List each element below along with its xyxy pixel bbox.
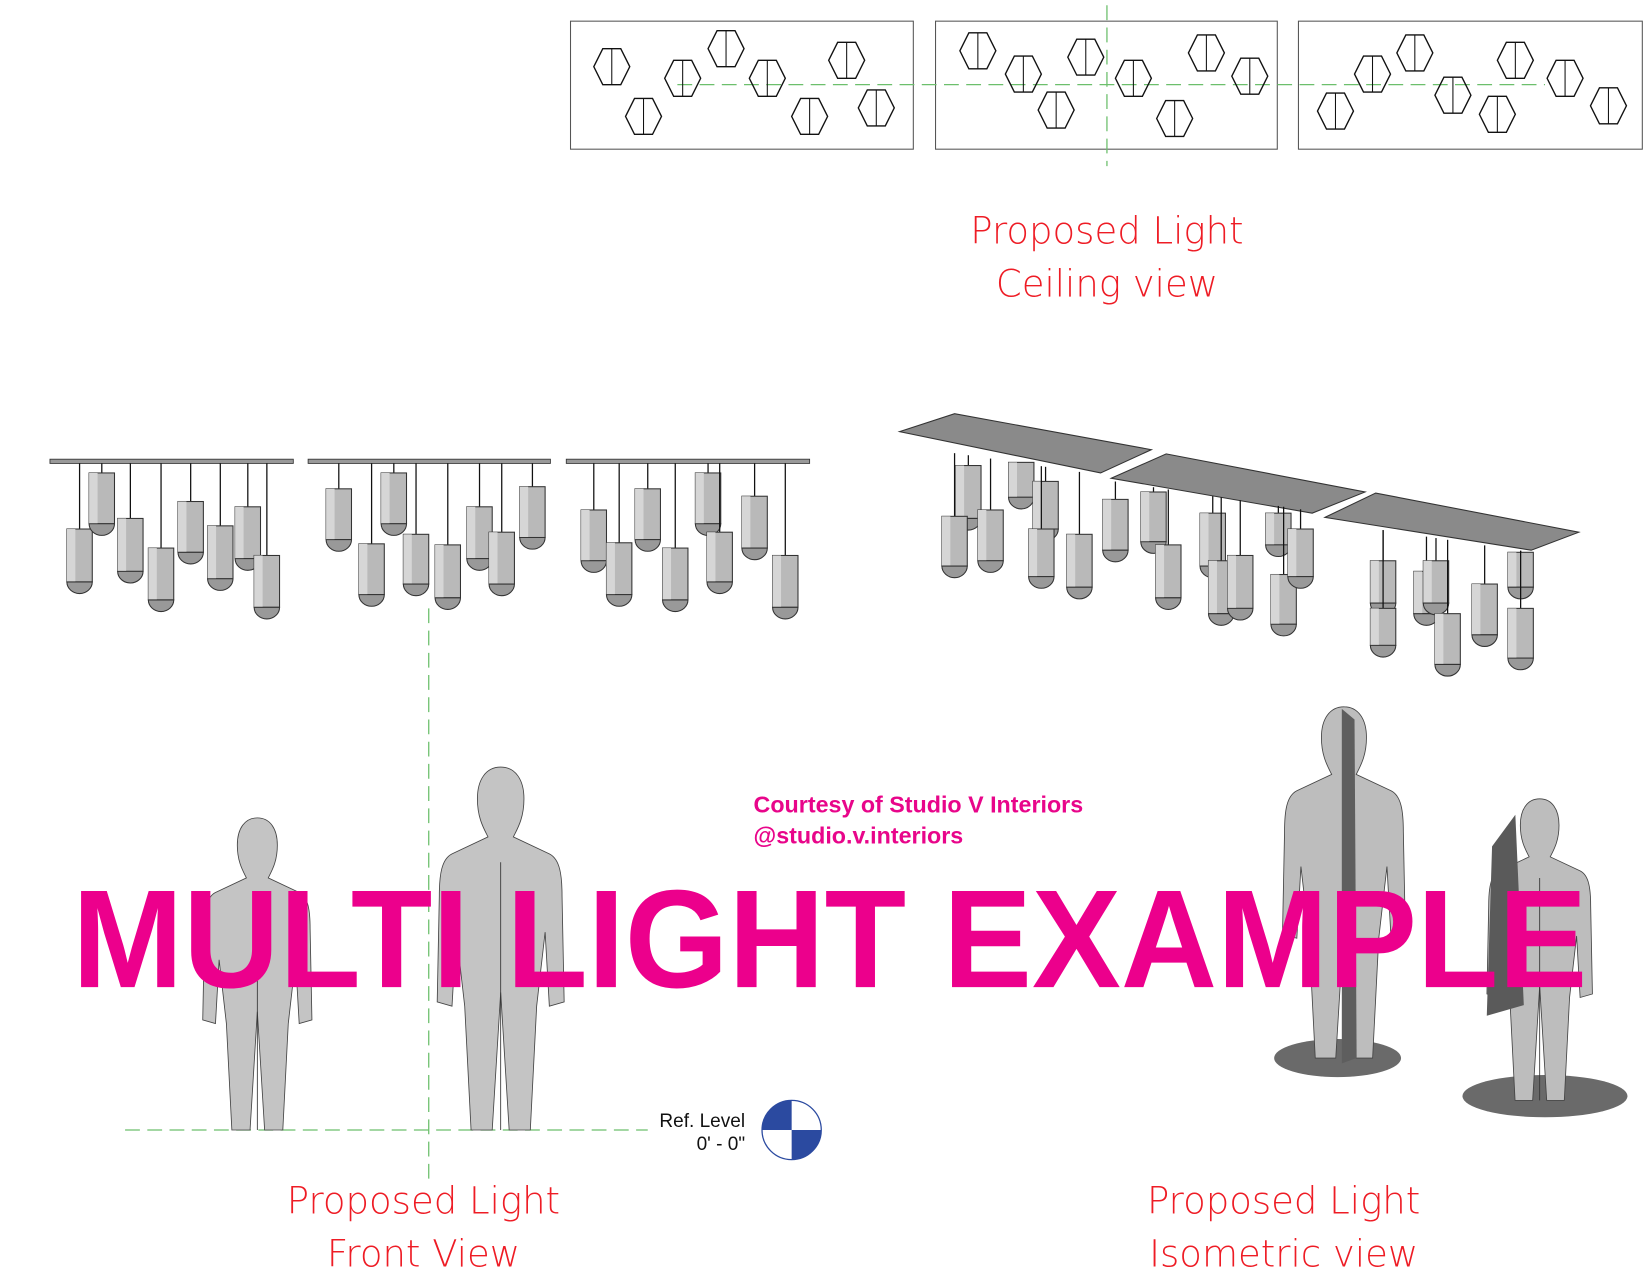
pendant-front <box>177 463 204 565</box>
iso-ceiling-plate-1 <box>897 413 1154 474</box>
pendant-plan-icon <box>1004 55 1043 93</box>
pendant-plan-icon <box>1067 38 1105 76</box>
pendant-front <box>488 463 515 597</box>
front-view-title: Proposed Light <box>287 1180 560 1223</box>
ceiling-bar-1 <box>49 458 294 464</box>
pendant-plan-icon <box>827 41 866 79</box>
ceiling-view-subtitle: Ceiling view <box>996 262 1218 305</box>
pendant-front <box>434 463 462 610</box>
pendant-front <box>253 463 281 620</box>
watermark-title: MULTI LIGHT EXAMPLE <box>72 861 1587 1017</box>
pendant-isometric <box>977 458 1004 573</box>
credit-line: Courtesy of Studio V Interiors <box>754 792 1084 818</box>
pendant-front <box>88 463 116 536</box>
pendant-isometric <box>955 455 982 531</box>
isometric-view-title: Proposed Light <box>1147 1180 1420 1223</box>
ceiling-plan-view <box>569 5 1643 167</box>
pendant-plan-icon <box>1316 92 1355 130</box>
pendant-front <box>207 463 234 591</box>
pendant-front <box>380 463 408 536</box>
pendant-plan-icon <box>1546 59 1584 97</box>
pendant-front <box>66 463 93 595</box>
pendant-isometric <box>1422 538 1450 616</box>
pendant-plan-icon <box>663 59 702 97</box>
pendant-front <box>325 463 353 552</box>
pendant-isometric <box>1227 500 1254 621</box>
pendant-front <box>605 463 633 607</box>
iso-person-base-1 <box>1274 1038 1402 1078</box>
pendant-front <box>519 463 546 550</box>
pendant-isometric <box>1102 481 1129 563</box>
iso-person-base-2 <box>1462 1074 1628 1118</box>
pendant-isometric <box>1369 530 1397 658</box>
pendant-plan-icon <box>1589 87 1628 125</box>
pendant-isometric <box>1287 509 1314 589</box>
pendant-isometric <box>1265 505 1292 558</box>
pendant-front <box>694 463 722 536</box>
pendant-plan-icon <box>1434 76 1472 114</box>
pendant-plan-icon <box>624 97 663 136</box>
pendant-isometric <box>1471 545 1498 647</box>
credit-handle: @studio.v.interiors <box>754 822 964 848</box>
pendant-plan-icon <box>707 29 745 68</box>
level-marker-icon <box>761 1099 822 1161</box>
front-view-subtitle: Front View <box>327 1232 520 1275</box>
person-silhouette-front-tall <box>436 766 565 1131</box>
pendant-front <box>741 463 768 561</box>
pendant-isometric <box>1140 487 1167 554</box>
pendant-isometric <box>1434 539 1461 677</box>
pendant-plan-icon <box>593 47 631 86</box>
pendant-front <box>147 463 175 613</box>
iso-ceiling-plate-2 <box>1109 453 1367 514</box>
pendant-plan-icon <box>1478 95 1517 133</box>
ceiling-view-title: Proposed Light <box>970 209 1243 252</box>
pendant-isometric <box>941 453 968 579</box>
pendant-front <box>772 463 799 620</box>
pendant-plan-icon <box>1155 99 1194 138</box>
pendant-isometric <box>1008 461 1035 510</box>
isometric-view <box>897 413 1628 1118</box>
pendant-plan-icon <box>1396 34 1434 72</box>
pendant-plan-icon <box>748 59 787 97</box>
pendant-front <box>634 463 661 552</box>
iso-person-2-side <box>1486 814 1524 1016</box>
ref-level-name: Ref. Level <box>659 1111 745 1132</box>
pendant-plan-icon <box>857 89 896 127</box>
pendant-plan-icon <box>1037 91 1075 129</box>
ref-level-elevation: 0' - 0" <box>697 1134 745 1155</box>
pendant-front <box>117 463 144 584</box>
pendant-isometric <box>1155 489 1182 610</box>
pendant-front <box>706 463 733 595</box>
pendant-front <box>234 463 262 571</box>
pendant-plan-icon <box>1496 41 1535 79</box>
person-silhouette-front-small <box>202 817 313 1131</box>
pendant-plan-icon <box>1114 59 1153 97</box>
pendant-front <box>358 463 385 607</box>
ceiling-bar-3 <box>565 458 811 464</box>
pendant-plan-icon <box>1231 57 1269 95</box>
pendant-front <box>662 463 689 613</box>
pendant-front <box>580 463 608 573</box>
ceiling-bar-2 <box>307 458 551 464</box>
isometric-view-subtitle: Isometric view <box>1149 1232 1418 1275</box>
pendant-plan-icon <box>1187 34 1226 72</box>
iso-person-1-side <box>1341 708 1357 1064</box>
pendant-front <box>402 463 430 597</box>
pendant-plan-icon <box>790 97 829 136</box>
pendant-plan-icon <box>1353 55 1392 93</box>
front-view <box>49 458 811 1186</box>
pendant-isometric <box>1507 550 1534 671</box>
pendant-plan-icon <box>959 32 997 70</box>
pendant-isometric <box>1028 466 1055 589</box>
pendant-isometric <box>1066 471 1093 600</box>
pendant-front <box>466 463 493 571</box>
iso-ceiling-plate-3 <box>1323 492 1581 551</box>
